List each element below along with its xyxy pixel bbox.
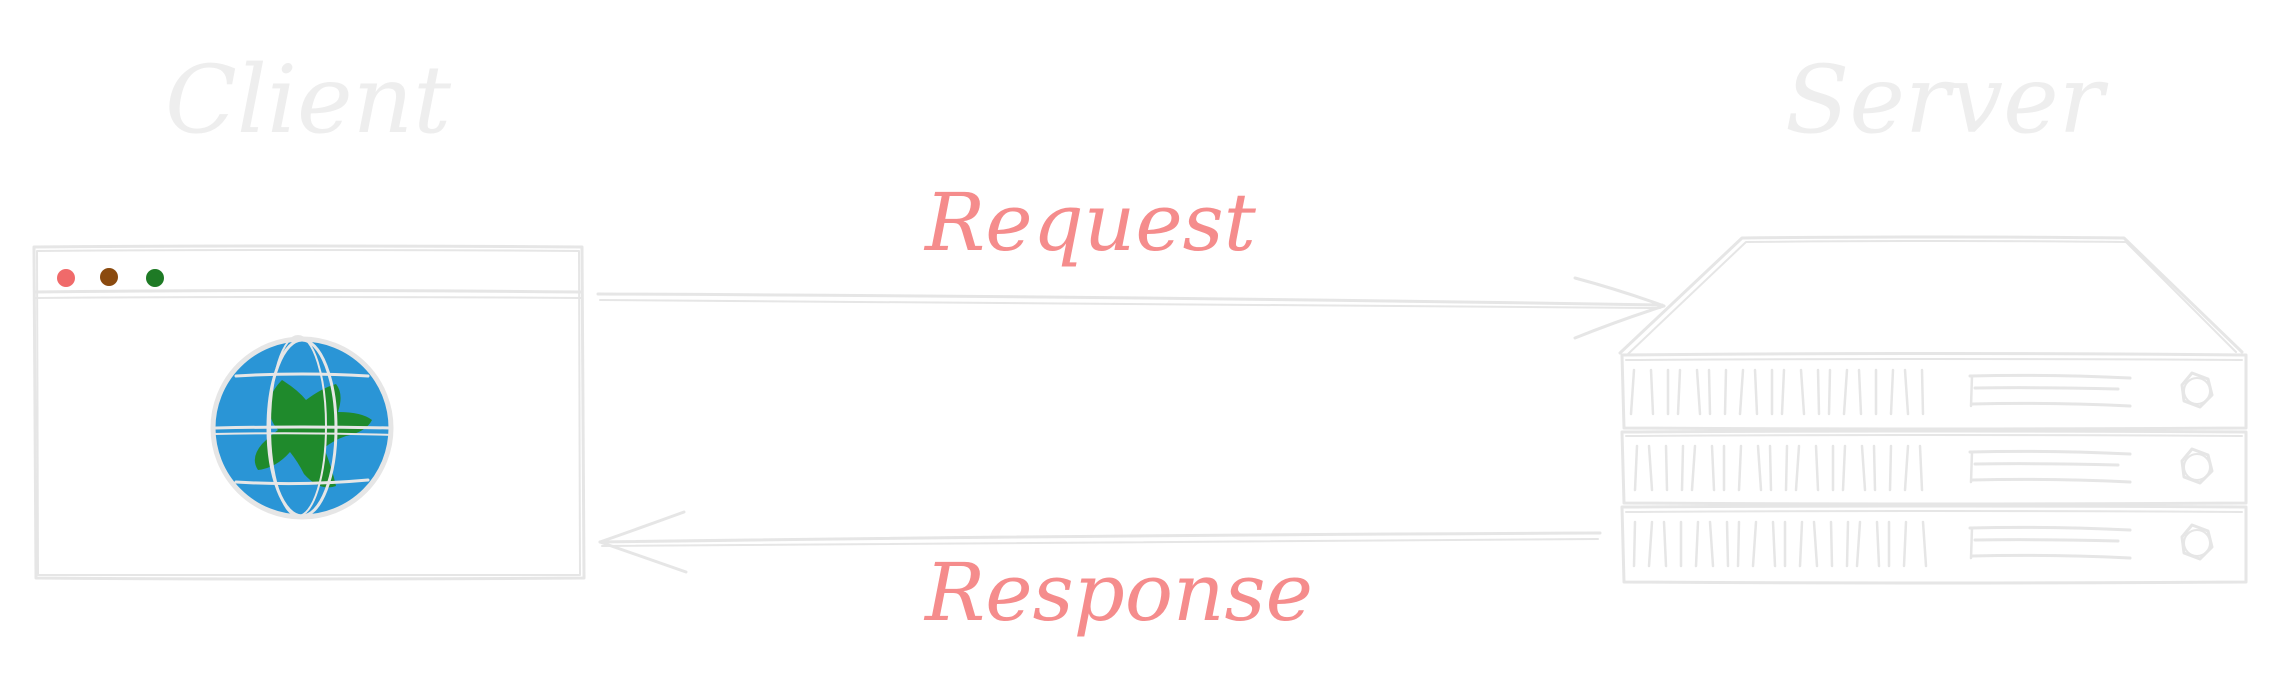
server-knob-icon [2180, 523, 2214, 561]
server-handle-bar [1968, 373, 2132, 380]
server-handle-bar [1968, 449, 2132, 456]
server-vent-line [1753, 368, 1759, 416]
server-knob-ring [2183, 377, 2211, 405]
server-vent-line [1903, 444, 1910, 492]
server-vent-line [1723, 368, 1728, 416]
server-vent-line [1812, 520, 1819, 568]
server-rack-icon [1618, 235, 2248, 585]
server-vent-line [1903, 368, 1910, 416]
server-vent-line [1841, 444, 1847, 492]
server-knob-icon [2180, 447, 2214, 485]
server-vent-line [1647, 520, 1654, 568]
server-vent-line [1794, 444, 1801, 492]
server-vent-line [1694, 520, 1700, 568]
server-vent-line [1707, 368, 1712, 416]
server-vent-line [1632, 520, 1637, 568]
server-vent-line [1649, 368, 1655, 416]
server-vent-line [1816, 368, 1821, 416]
server-vent-line [1662, 520, 1668, 568]
server-vent-line [1827, 368, 1832, 416]
window-close-dot [57, 269, 75, 287]
browser-window-icon [32, 244, 586, 581]
server-vent-line [1784, 444, 1789, 492]
server-vent-line [1888, 444, 1893, 492]
server-vent-line [1708, 520, 1715, 568]
request-label: Request [923, 176, 1257, 269]
server-vent-line [1633, 444, 1639, 492]
response-label: Response [923, 546, 1313, 639]
server-vent-line [1921, 520, 1928, 568]
server-knob-ring [2183, 529, 2211, 557]
server-vent-line [1738, 368, 1745, 416]
server-vent-line [1829, 520, 1834, 568]
server-vent-line [1768, 444, 1773, 492]
server-vent-line [1737, 444, 1743, 492]
server-vent-line [1889, 368, 1895, 416]
server-handle-bar [1973, 462, 2120, 467]
request-arrow [596, 276, 1666, 340]
server-vent-line [1857, 368, 1863, 416]
server-vent-line [1736, 520, 1741, 568]
globe-icon [210, 335, 394, 520]
server-vent-line [1676, 368, 1682, 416]
server-vent-line [1647, 444, 1654, 492]
server-vent-line [1920, 368, 1925, 416]
server-handle-bar [1973, 538, 2120, 543]
server-vent-line [1751, 520, 1758, 568]
server-vent-line [1756, 444, 1763, 492]
server-vent-line [1845, 520, 1850, 568]
server-title: Server [1785, 46, 2109, 155]
server-knob-icon [2180, 371, 2214, 409]
server-handle-bracket [1969, 374, 1974, 408]
server-knob-ring [2183, 453, 2211, 481]
server-unit [1620, 429, 2248, 506]
window-maximize-dot [146, 269, 164, 287]
server-vent-line [1680, 444, 1685, 492]
server-vent-line [1872, 444, 1877, 492]
server-vent-line [1798, 520, 1804, 568]
server-vent-line [1902, 520, 1908, 568]
response-arrow [598, 510, 1602, 574]
server-vent-line [1860, 444, 1867, 492]
server-vent-line [1875, 520, 1881, 568]
server-vent-line [1664, 444, 1669, 492]
server-vent-line [1799, 368, 1806, 416]
server-handle-bar [1970, 553, 2132, 560]
server-handle-bar [1968, 525, 2132, 532]
server-handle-bar [1970, 401, 2132, 408]
server-vent-line [1780, 368, 1786, 416]
server-vent-line [1771, 520, 1777, 568]
server-handle-bracket [1969, 450, 1974, 484]
server-vent-line [1710, 444, 1716, 492]
server-vent-line [1725, 520, 1730, 568]
server-vent-line [1690, 444, 1697, 492]
server-handle-bracket [1969, 526, 1974, 560]
server-handle-bar [1973, 386, 2120, 391]
server-vent-line [1629, 368, 1636, 416]
server-vent-line [1695, 368, 1702, 416]
server-vent-line [1855, 520, 1862, 568]
server-vent-line [1814, 444, 1820, 492]
server-handle-bar [1970, 477, 2132, 484]
window-minimize-dot [100, 268, 118, 286]
server-vent-line [1918, 444, 1924, 492]
server-vent-line [1842, 368, 1849, 416]
client-title: Client [165, 46, 451, 155]
server-unit [1620, 352, 2248, 431]
server-unit [1620, 504, 2248, 585]
